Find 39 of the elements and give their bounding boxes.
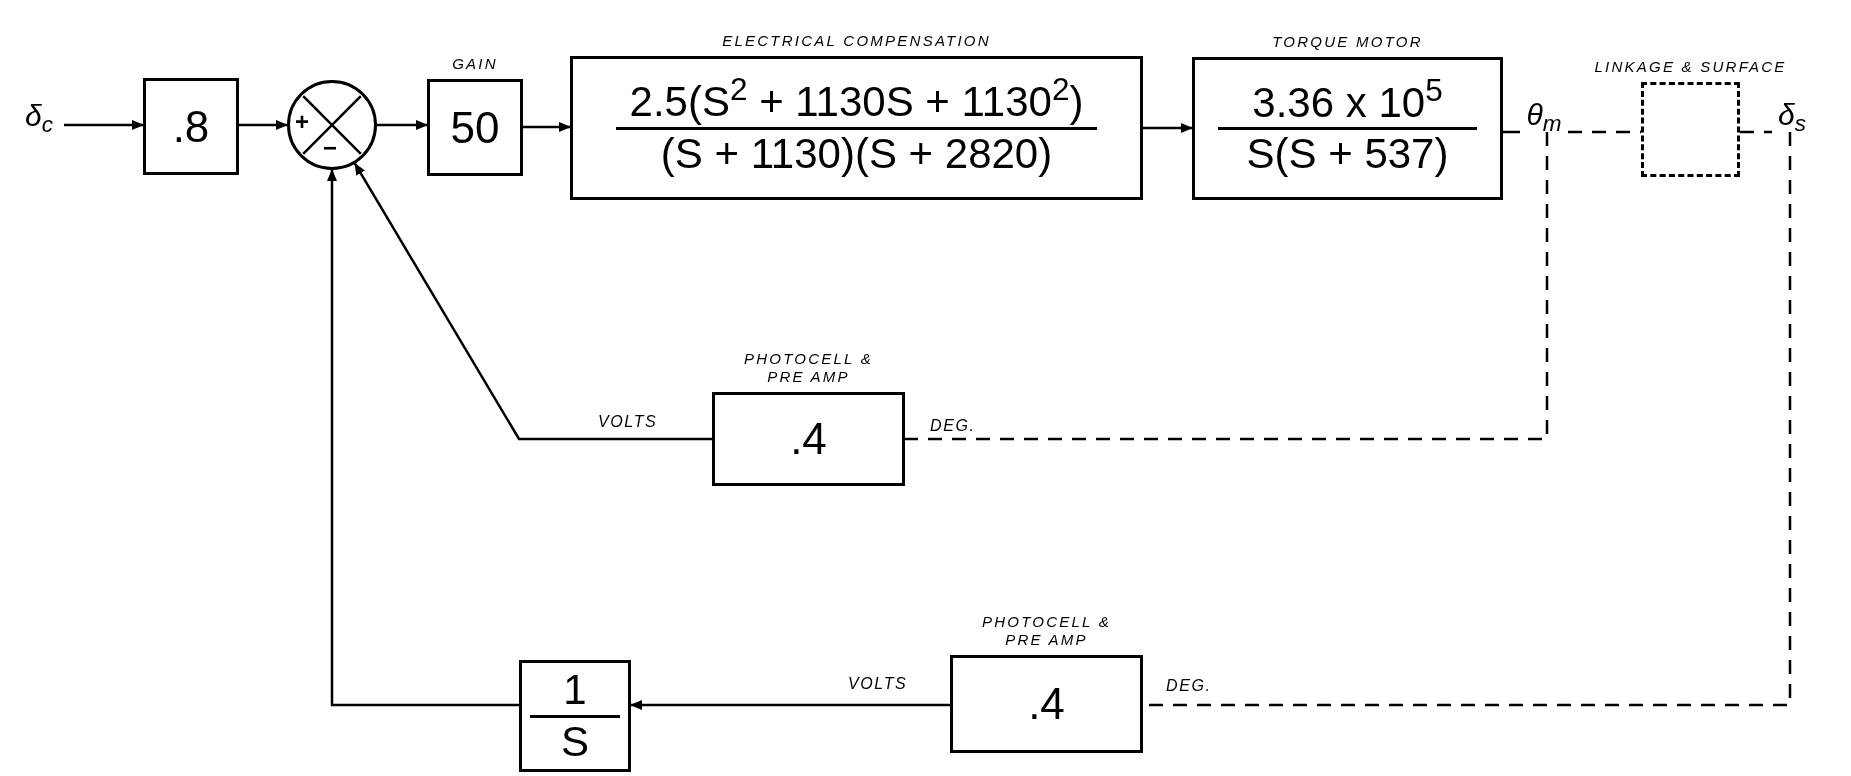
transfer-function-box [519,660,631,772]
signal-line [905,132,1549,441]
signal-arrow [377,120,428,130]
gain-box [143,78,239,175]
signal-symbol: δ$_{c}$ [14,96,64,136]
block-title: PHOTOCELL & PRE AMP [743,349,874,387]
minus-sign: − [323,136,337,160]
denominator: (S + 1130)(S + 2820) [660,129,1053,178]
block-title: PHOTOCELL & PRE AMP [981,612,1112,650]
signal-line [1568,130,1641,134]
block-title: GAIN [452,55,498,74]
signal-arrow [630,700,950,710]
plus-sign: + [295,110,309,134]
gain-value: .4 [790,413,827,465]
summing-junction [287,80,377,170]
gain-value: .8 [172,100,210,153]
block-title: TORQUE MOTOR [1272,33,1423,52]
signal-arrow [1143,123,1193,133]
signal-arrow [64,120,144,130]
port-label: DEG. [1166,676,1212,696]
port-label: VOLTS [848,674,908,694]
signal-arrow [327,169,519,707]
signal-symbol: δ$_{s}$ [1772,98,1812,132]
port-label: VOLTS [598,412,658,432]
numerator: 1 [563,666,587,715]
denominator: S [561,717,589,766]
signal-arrow [523,122,571,132]
signal-arrow [239,120,288,130]
block-title: LINKAGE & SURFACE [1594,58,1787,77]
block-title: ELECTRICAL COMPENSATION [722,32,991,51]
gain-value: .4 [1028,678,1065,730]
signal-arrow [353,162,712,441]
gain-value: 50 [450,101,500,154]
signal-symbol: θ$_{m}$ [1520,98,1568,132]
signal-line [1740,130,1772,134]
port-label: DEG. [930,416,976,436]
numerator: 3.36 x 10$^{5}$ [1252,78,1443,127]
numerator: 2.5(S$^{2}$ + 1130S + 1130$^{2}$) [629,78,1084,127]
denominator: S(S + 537) [1246,130,1449,179]
